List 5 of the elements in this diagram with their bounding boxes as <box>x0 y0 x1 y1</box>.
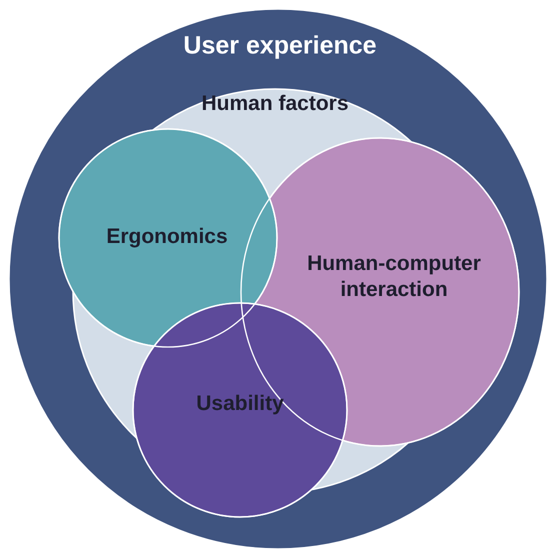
circle-label: Ergonomics <box>105 224 229 250</box>
circle-label: User experience <box>182 30 378 62</box>
circle-label: Usability <box>195 390 285 417</box>
circle-label: Human factors <box>200 90 350 117</box>
circle-label: Human-computer interaction <box>306 250 482 303</box>
